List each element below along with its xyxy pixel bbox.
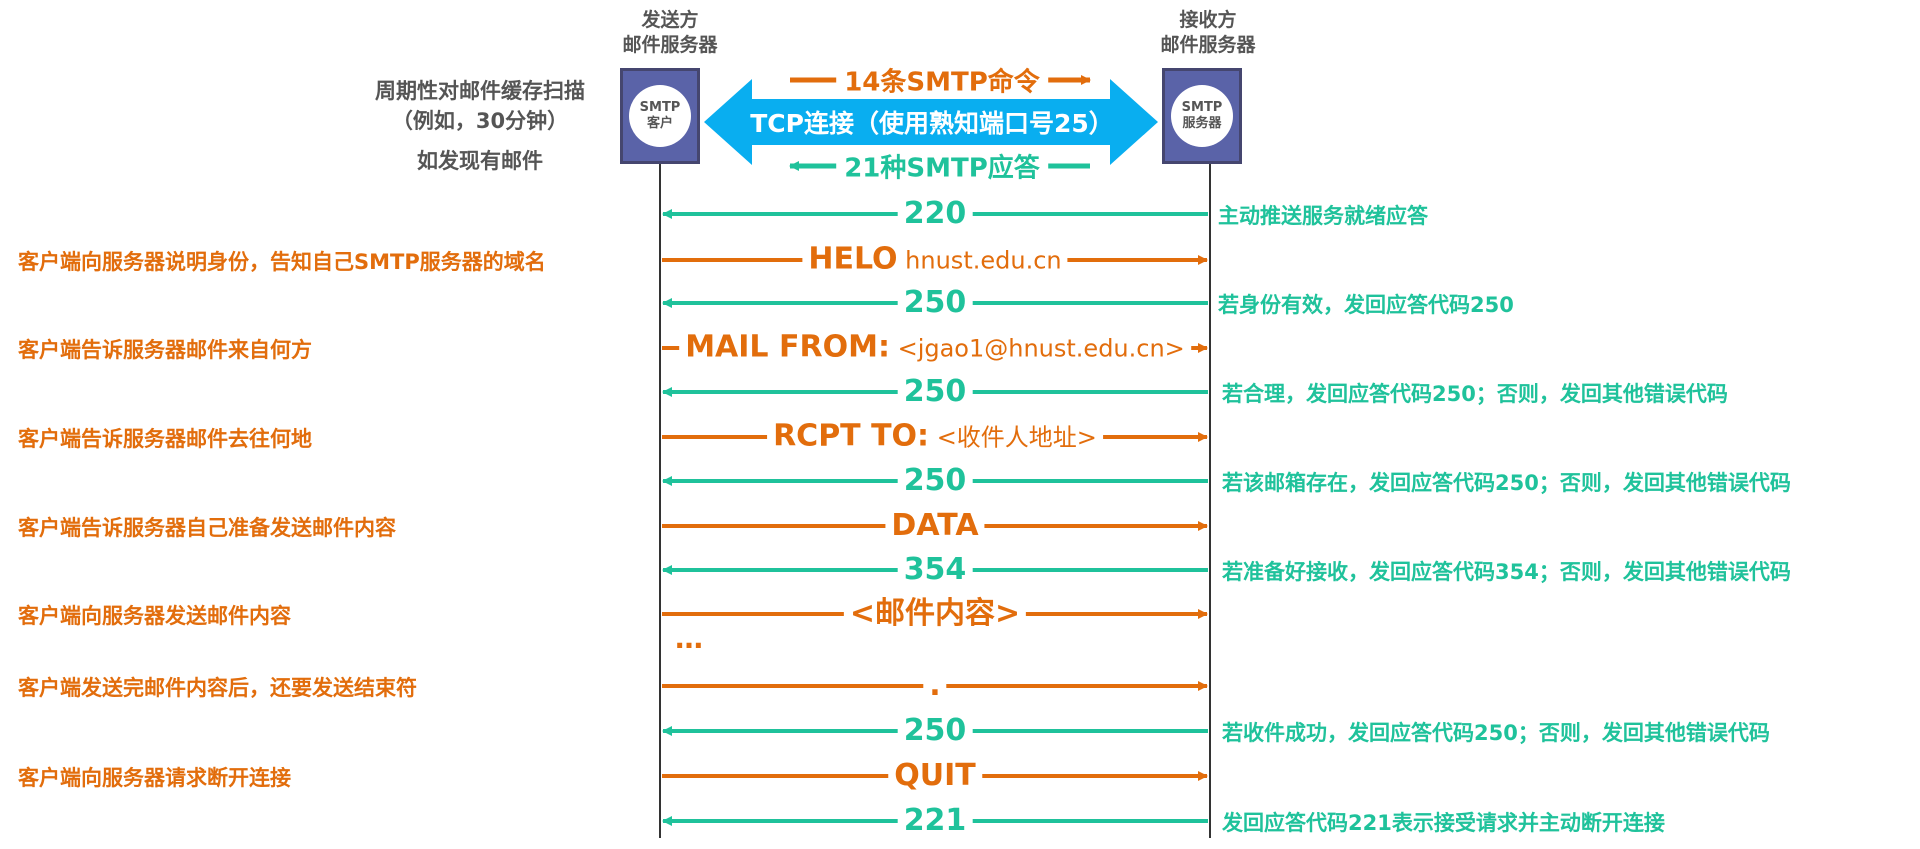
server-step-description: 若该邮箱存在，发回应答代码250；否则，发回其他错误代码 <box>1222 471 1791 495</box>
message-code: 250 <box>903 285 967 320</box>
server-step-description: 若合理，发回应答代码250；否则，发回其他错误代码 <box>1222 382 1728 406</box>
message-code: 250 <box>903 374 967 409</box>
reply-code: 250 <box>897 374 973 410</box>
message-argument: <jgao1@hnust.edu.cn> <box>889 334 1185 363</box>
receiver-title-line1: 接收方 <box>1179 9 1237 31</box>
receiver-title: 接收方 邮件服务器 <box>1128 8 1288 58</box>
message-argument: <收件人地址> <box>929 423 1097 452</box>
message-code: 220 <box>903 196 967 231</box>
reply-code: 220 <box>897 196 973 232</box>
reply-code: 250 <box>897 713 973 749</box>
scan-note-line2: （例如，30分钟） <box>391 109 569 133</box>
smtp-client-label-1: SMTP <box>639 100 681 115</box>
smtp-server-badge: SMTP 服务器 <box>1171 85 1233 147</box>
message-code: . <box>929 668 941 703</box>
smtp-server-label-2: 服务器 <box>1182 116 1222 131</box>
command-label: DATA <box>885 508 985 544</box>
message-code: <邮件内容> <box>849 596 1021 631</box>
client-step-description: 客户端发送完邮件内容后，还要发送结束符 <box>18 676 417 700</box>
command-label: HELO hnust.edu.cn <box>802 241 1068 279</box>
smtp-client-box: SMTP 客户 <box>620 68 700 164</box>
smtp-client-badge: SMTP 客户 <box>629 85 691 147</box>
header-commands-label: 14条SMTP命令 <box>836 61 1048 99</box>
message-code: QUIT <box>894 758 976 793</box>
command-label: QUIT <box>888 758 982 794</box>
message-code: 250 <box>903 463 967 498</box>
scan-note: 周期性对邮件缓存扫描 （例如，30分钟） 如发现有邮件 <box>340 76 620 176</box>
sender-title: 发送方 邮件服务器 <box>590 8 750 58</box>
command-label: <邮件内容> <box>843 596 1027 632</box>
reply-code: 354 <box>897 552 973 588</box>
tcp-double-arrow <box>704 79 1158 165</box>
server-step-description: 若准备好接收，发回应答代码354；否则，发回其他错误代码 <box>1222 560 1791 584</box>
smtp-server-label-1: SMTP <box>1181 100 1223 115</box>
scan-note-line1: 周期性对邮件缓存扫描 <box>375 79 585 103</box>
client-step-description: 客户端向服务器说明身份，告知自己SMTP服务器的域名 <box>18 250 546 274</box>
server-step-description: 发回应答代码221表示接受请求并主动断开连接 <box>1222 811 1665 835</box>
command-label: . <box>923 668 947 704</box>
ellipsis: … <box>675 622 703 655</box>
command-label: MAIL FROM: <jgao1@hnust.edu.cn> <box>679 329 1191 367</box>
header-replies-label: 21种SMTP应答 <box>836 147 1048 185</box>
message-code: DATA <box>891 508 979 543</box>
command-label: RCPT TO: <收件人地址> <box>767 418 1103 456</box>
reply-code: 250 <box>897 463 973 499</box>
message-code: HELO <box>808 241 898 277</box>
message-code: MAIL FROM: <box>685 329 890 365</box>
sender-title-line1: 发送方 <box>641 9 699 31</box>
message-code: RCPT TO: <box>773 418 930 454</box>
message-code: 354 <box>903 552 967 587</box>
receiver-title-line2: 邮件服务器 <box>1160 34 1256 56</box>
message-code: 250 <box>903 713 967 748</box>
client-step-description: 客户端向服务器发送邮件内容 <box>18 604 291 628</box>
client-step-description: 客户端向服务器请求断开连接 <box>18 766 291 790</box>
server-step-description: 若身份有效，发回应答代码250 <box>1218 293 1514 317</box>
client-step-description: 客户端告诉服务器邮件去往何地 <box>18 427 312 451</box>
reply-code: 221 <box>897 803 973 839</box>
reply-code: 250 <box>897 285 973 321</box>
sender-title-line2: 邮件服务器 <box>622 34 718 56</box>
server-step-description: 若收件成功，发回应答代码250；否则，发回其他错误代码 <box>1222 721 1770 745</box>
smtp-server-box: SMTP 服务器 <box>1162 68 1242 164</box>
client-step-description: 客户端告诉服务器邮件来自何方 <box>18 338 312 362</box>
client-step-description: 客户端告诉服务器自己准备发送邮件内容 <box>18 516 396 540</box>
header-tcp-label: TCP连接（使用熟知端口号25） <box>750 109 1114 138</box>
scan-note-line3: 如发现有邮件 <box>417 149 543 173</box>
server-step-description: 主动推送服务就绪应答 <box>1218 204 1428 228</box>
message-argument: hnust.edu.cn <box>897 246 1062 275</box>
message-code: 221 <box>903 803 967 838</box>
smtp-client-label-2: 客户 <box>646 116 673 131</box>
